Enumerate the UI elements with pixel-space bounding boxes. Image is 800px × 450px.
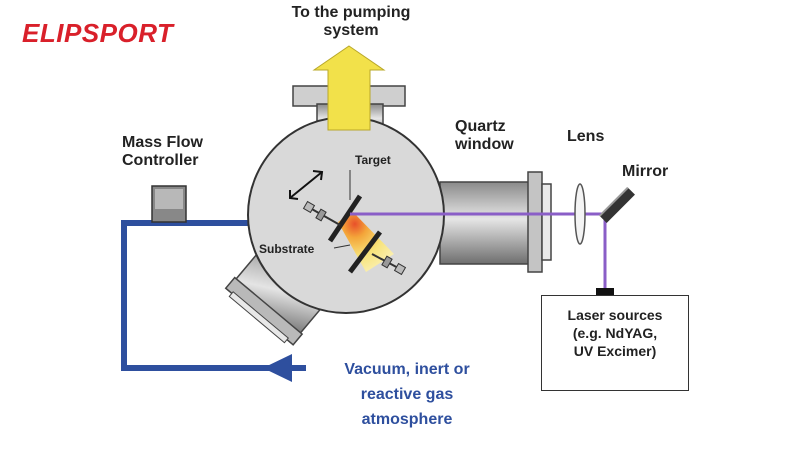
- target-label: Target: [355, 153, 391, 167]
- laser-connector: [596, 288, 614, 296]
- laser-sources-box: Laser sources (e.g. NdYAG, UV Excimer): [541, 295, 689, 391]
- target-holder: [302, 194, 363, 243]
- gas-feed-line: [121, 220, 306, 382]
- quartz-window: [541, 183, 552, 261]
- elipsport-logo: ELIPSPORT: [22, 18, 174, 48]
- lens-label: Lens: [567, 128, 605, 145]
- mass-flow-controller-label: Mass Flow Controller: [122, 134, 203, 170]
- pumping-label: To the pumping system: [291, 4, 411, 40]
- ablation-plume: [338, 212, 394, 272]
- quartz-window-label: Quartz window: [455, 118, 514, 154]
- substrate-label: Substrate: [259, 242, 315, 256]
- substrate-holder: [348, 230, 407, 276]
- mirror-label: Mirror: [622, 163, 669, 180]
- motion-arrow: [289, 170, 324, 200]
- pump-arrow: [312, 45, 386, 131]
- lens: [574, 183, 586, 245]
- mirror: [598, 186, 635, 223]
- lower-left-port: [224, 245, 329, 346]
- gas-flow-arrow: [263, 354, 292, 382]
- quartz-window-port: [439, 171, 552, 273]
- gas-atmosphere-label: Vacuum, inert or reactive gas atmosphere: [344, 361, 470, 428]
